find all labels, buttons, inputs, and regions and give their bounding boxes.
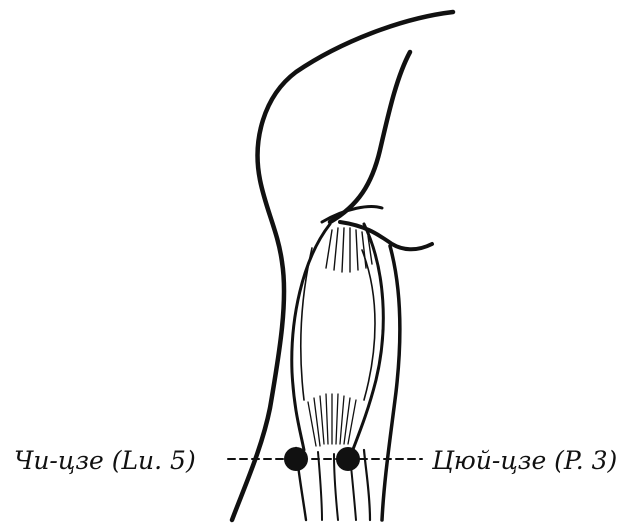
tendon-line-2 <box>362 250 375 400</box>
forearm-line-5 <box>364 450 370 520</box>
point-lu5-marker <box>284 447 308 471</box>
point-p3-label: Цюй-цзе (P. 3) <box>432 448 617 473</box>
elbow-fold <box>340 222 432 249</box>
lower-striations <box>308 394 356 446</box>
forearm-right-outline <box>382 246 400 520</box>
muscle-right-contour <box>352 224 383 452</box>
forearm-line-2 <box>318 452 322 520</box>
point-p3-marker <box>336 447 360 471</box>
upper-striations <box>326 228 372 272</box>
point-lu5-label: Чи-цзе (Lu. 5) <box>14 448 196 473</box>
shoulder-inner-curve <box>330 52 410 222</box>
